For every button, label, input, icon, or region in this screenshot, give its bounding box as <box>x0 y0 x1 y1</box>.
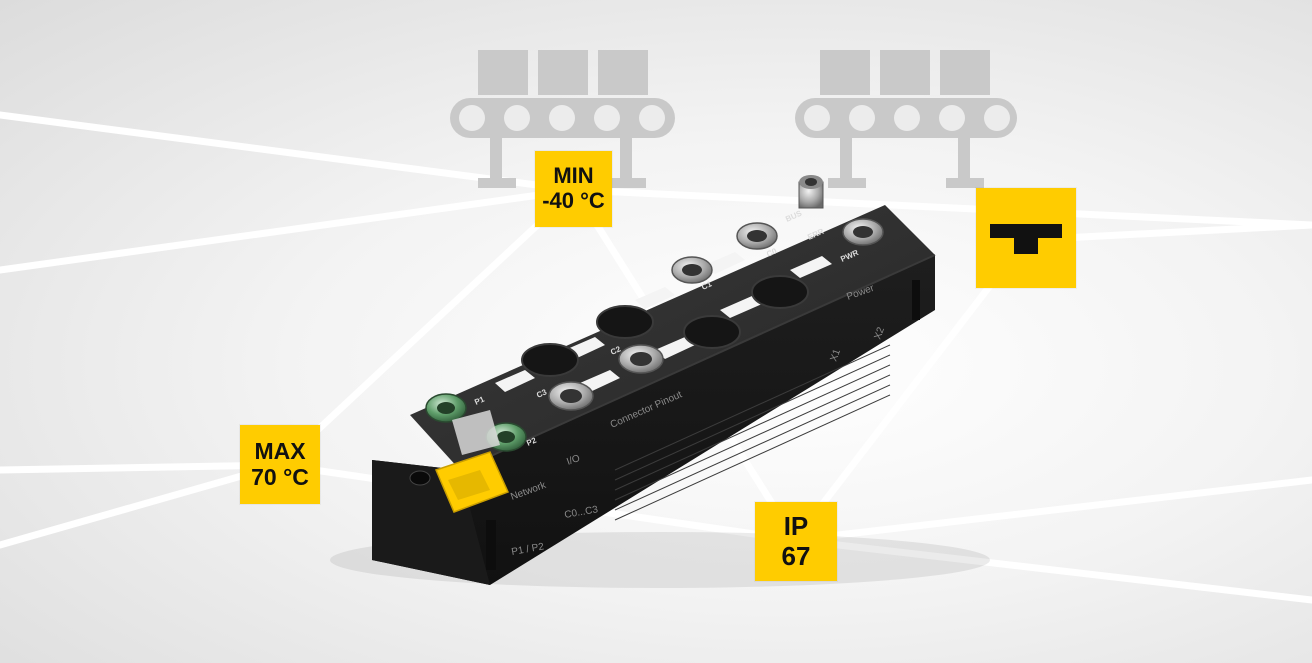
ip-value: 67 <box>781 540 811 571</box>
label-c3: C3 <box>535 387 549 400</box>
label-c2: C2 <box>609 344 623 357</box>
label-p2: P2 <box>525 435 538 447</box>
label-x2: X2 <box>872 325 887 341</box>
label-c0: C0 <box>765 246 779 259</box>
ip-label: IP <box>783 511 809 542</box>
max-temperature-badge: MAX 70 °C <box>240 425 320 504</box>
t-brand-icon <box>990 224 1062 254</box>
min-temperature-badge: MIN -40 °C <box>535 151 612 227</box>
label-io: I/O <box>565 453 582 468</box>
label-c1: C1 <box>700 279 714 292</box>
min-temp-value: -40 °C <box>542 188 605 213</box>
max-temp-value: 70 °C <box>251 463 309 490</box>
min-temp-label: MIN <box>553 163 594 189</box>
label-p1: P1 <box>473 394 486 406</box>
m12-connector-icon <box>548 175 884 411</box>
io-module-device <box>372 175 936 585</box>
brand-logo-badge <box>976 188 1076 288</box>
max-temp-label: MAX <box>254 437 306 464</box>
conveyor-right-icon <box>795 50 1017 188</box>
conveyor-left-icon <box>450 50 675 188</box>
label-x1: X1 <box>828 347 843 363</box>
label-bus: BUS <box>784 208 804 223</box>
ethernet-connector-icon <box>425 393 527 455</box>
ip-rating-badge: IP 67 <box>755 502 837 581</box>
